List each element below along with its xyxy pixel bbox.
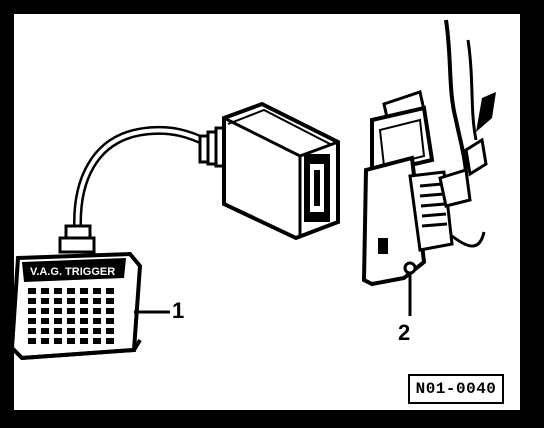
keypad-key [54,298,62,304]
keypad-key [67,288,75,294]
keypad-key [93,298,101,304]
keypad-key [28,338,36,344]
keypad-key [28,308,36,314]
keypad-key [93,308,101,314]
keypad-key [67,308,75,314]
keypad-key [67,318,75,324]
keypad-key [28,318,36,324]
callout-2-label: 2 [398,320,411,345]
reference-code-box: N01-0040 [408,374,504,404]
keypad-key [41,308,49,314]
keypad-key [106,288,114,294]
vehicle-socket-assembly [361,19,496,287]
device-keypad [28,288,114,344]
keypad-key [41,298,49,304]
keypad-key [67,338,75,344]
keypad-key [93,338,101,344]
keypad-key [54,308,62,314]
device-label: V.A.G. TRIGGER [30,266,115,278]
keypad-key [41,318,49,324]
diagnostic-connector [222,101,340,241]
socket-pins [419,182,448,228]
keypad-key [54,288,62,294]
connector-grommet [198,126,226,168]
keypad-key [28,298,36,304]
keypad-key [28,328,36,334]
keypad-key [41,328,49,334]
keypad-key [67,328,75,334]
callout-1-label: 1 [172,298,185,323]
keypad-key [93,288,101,294]
keypad-key [41,338,49,344]
keypad-key [80,318,88,324]
vag-tester-device [9,251,143,361]
keypad-key [106,318,114,324]
keypad-key [80,288,88,294]
keypad-key [80,298,88,304]
keypad-key [54,328,62,334]
keypad-key [28,288,36,294]
device-strain-relief [58,224,96,254]
keypad-key [54,318,62,324]
keypad-key [80,338,88,344]
keypad-key [41,288,49,294]
keypad-key [80,328,88,334]
reference-code: N01-0040 [415,380,497,398]
keypad-key [106,308,114,314]
keypad-key [54,338,62,344]
keypad-key [80,308,88,314]
keypad-key [93,318,101,324]
keypad-key [93,328,101,334]
keypad-key [106,298,114,304]
keypad-key [106,328,114,334]
keypad-key [67,298,75,304]
keypad-key [106,338,114,344]
